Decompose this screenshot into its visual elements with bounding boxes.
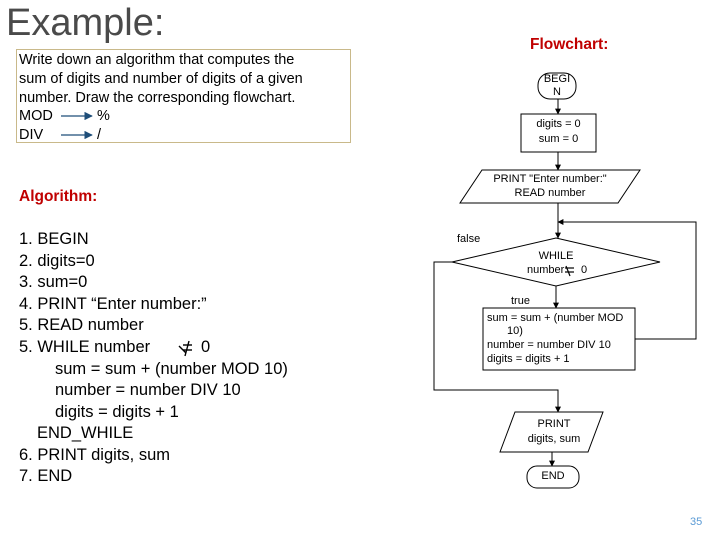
algorithm-line-7: sum = sum + (number MOD 10) [55,360,288,378]
begin-terminal [537,72,577,100]
loop-body-line-3: number = number DIV 10 [487,339,611,351]
begin-label-1: BEGI [543,73,571,85]
loop-body-line-1: sum = sum + (number MOD [487,312,624,324]
io-read-label: READ number [514,187,586,199]
algorithm-line-6: 5. WHILE number [19,338,151,356]
while-condition-value: 0 [581,264,588,276]
while-condition-label: number [527,264,565,276]
algorithm-line-3: 3. sum=0 [19,273,88,291]
loop-body-line-2: 10) [507,325,523,337]
algorithm-line-8: number = number DIV 10 [55,381,241,399]
loop-back-arrow [557,219,697,340]
print-output-label-1: PRINT [537,418,571,430]
not-equal-sign-algorithm [184,340,190,357]
div-symbol: / [97,127,102,143]
end-label: END [541,470,565,482]
loop-body-box [482,307,636,371]
algorithm-line-4: 4. PRINT “Enter number:” [19,295,207,313]
input-output-parallelogram [459,169,641,204]
slide-title: Example: [6,2,165,44]
init-digits-label: digits = 0 [536,118,581,130]
algorithm-line-6-value: 0 [201,338,211,356]
loop-body-line-4: digits = digits + 1 [487,353,570,365]
algorithm-line-9: digits = digits + 1 [55,403,179,421]
print-output-parallelogram [499,411,604,453]
false-branch-arrow [433,261,561,413]
slide-number: 35 [690,516,703,528]
algorithm-line-12: 7. END [19,467,73,485]
div-label: DIV [19,127,44,143]
problem-statement-box [16,49,351,143]
mod-label: MOD [19,108,53,124]
while-label: WHILE [538,250,574,262]
algorithm-line-11: 6. PRINT digits, sum [19,446,170,464]
begin-label-2: N [553,86,561,98]
algorithm-heading: Algorithm: [19,188,98,205]
flowchart-heading: Flowchart: [530,36,609,53]
algorithm-line-2: 2. digits=0 [19,252,95,270]
problem-line-1: Write down an algorithm that computes th… [19,52,295,68]
false-branch-label: false [457,233,481,245]
mod-symbol: % [97,108,110,124]
problem-line-3: number. Draw the corresponding flowchart… [19,90,296,106]
algorithm-line-1: 1. BEGIN [19,230,89,248]
io-print-label: PRINT "Enter number:" [493,173,607,185]
problem-line-2: sum of digits and number of digits of a … [19,71,303,87]
true-branch-label: true [511,295,530,307]
algorithm-line-5: 5. READ number [19,316,144,334]
init-sum-label: sum = 0 [538,133,579,145]
end-terminal [526,465,580,489]
algorithm-line-10: END_WHILE [37,424,134,442]
print-output-label-2: digits, sum [527,433,581,445]
